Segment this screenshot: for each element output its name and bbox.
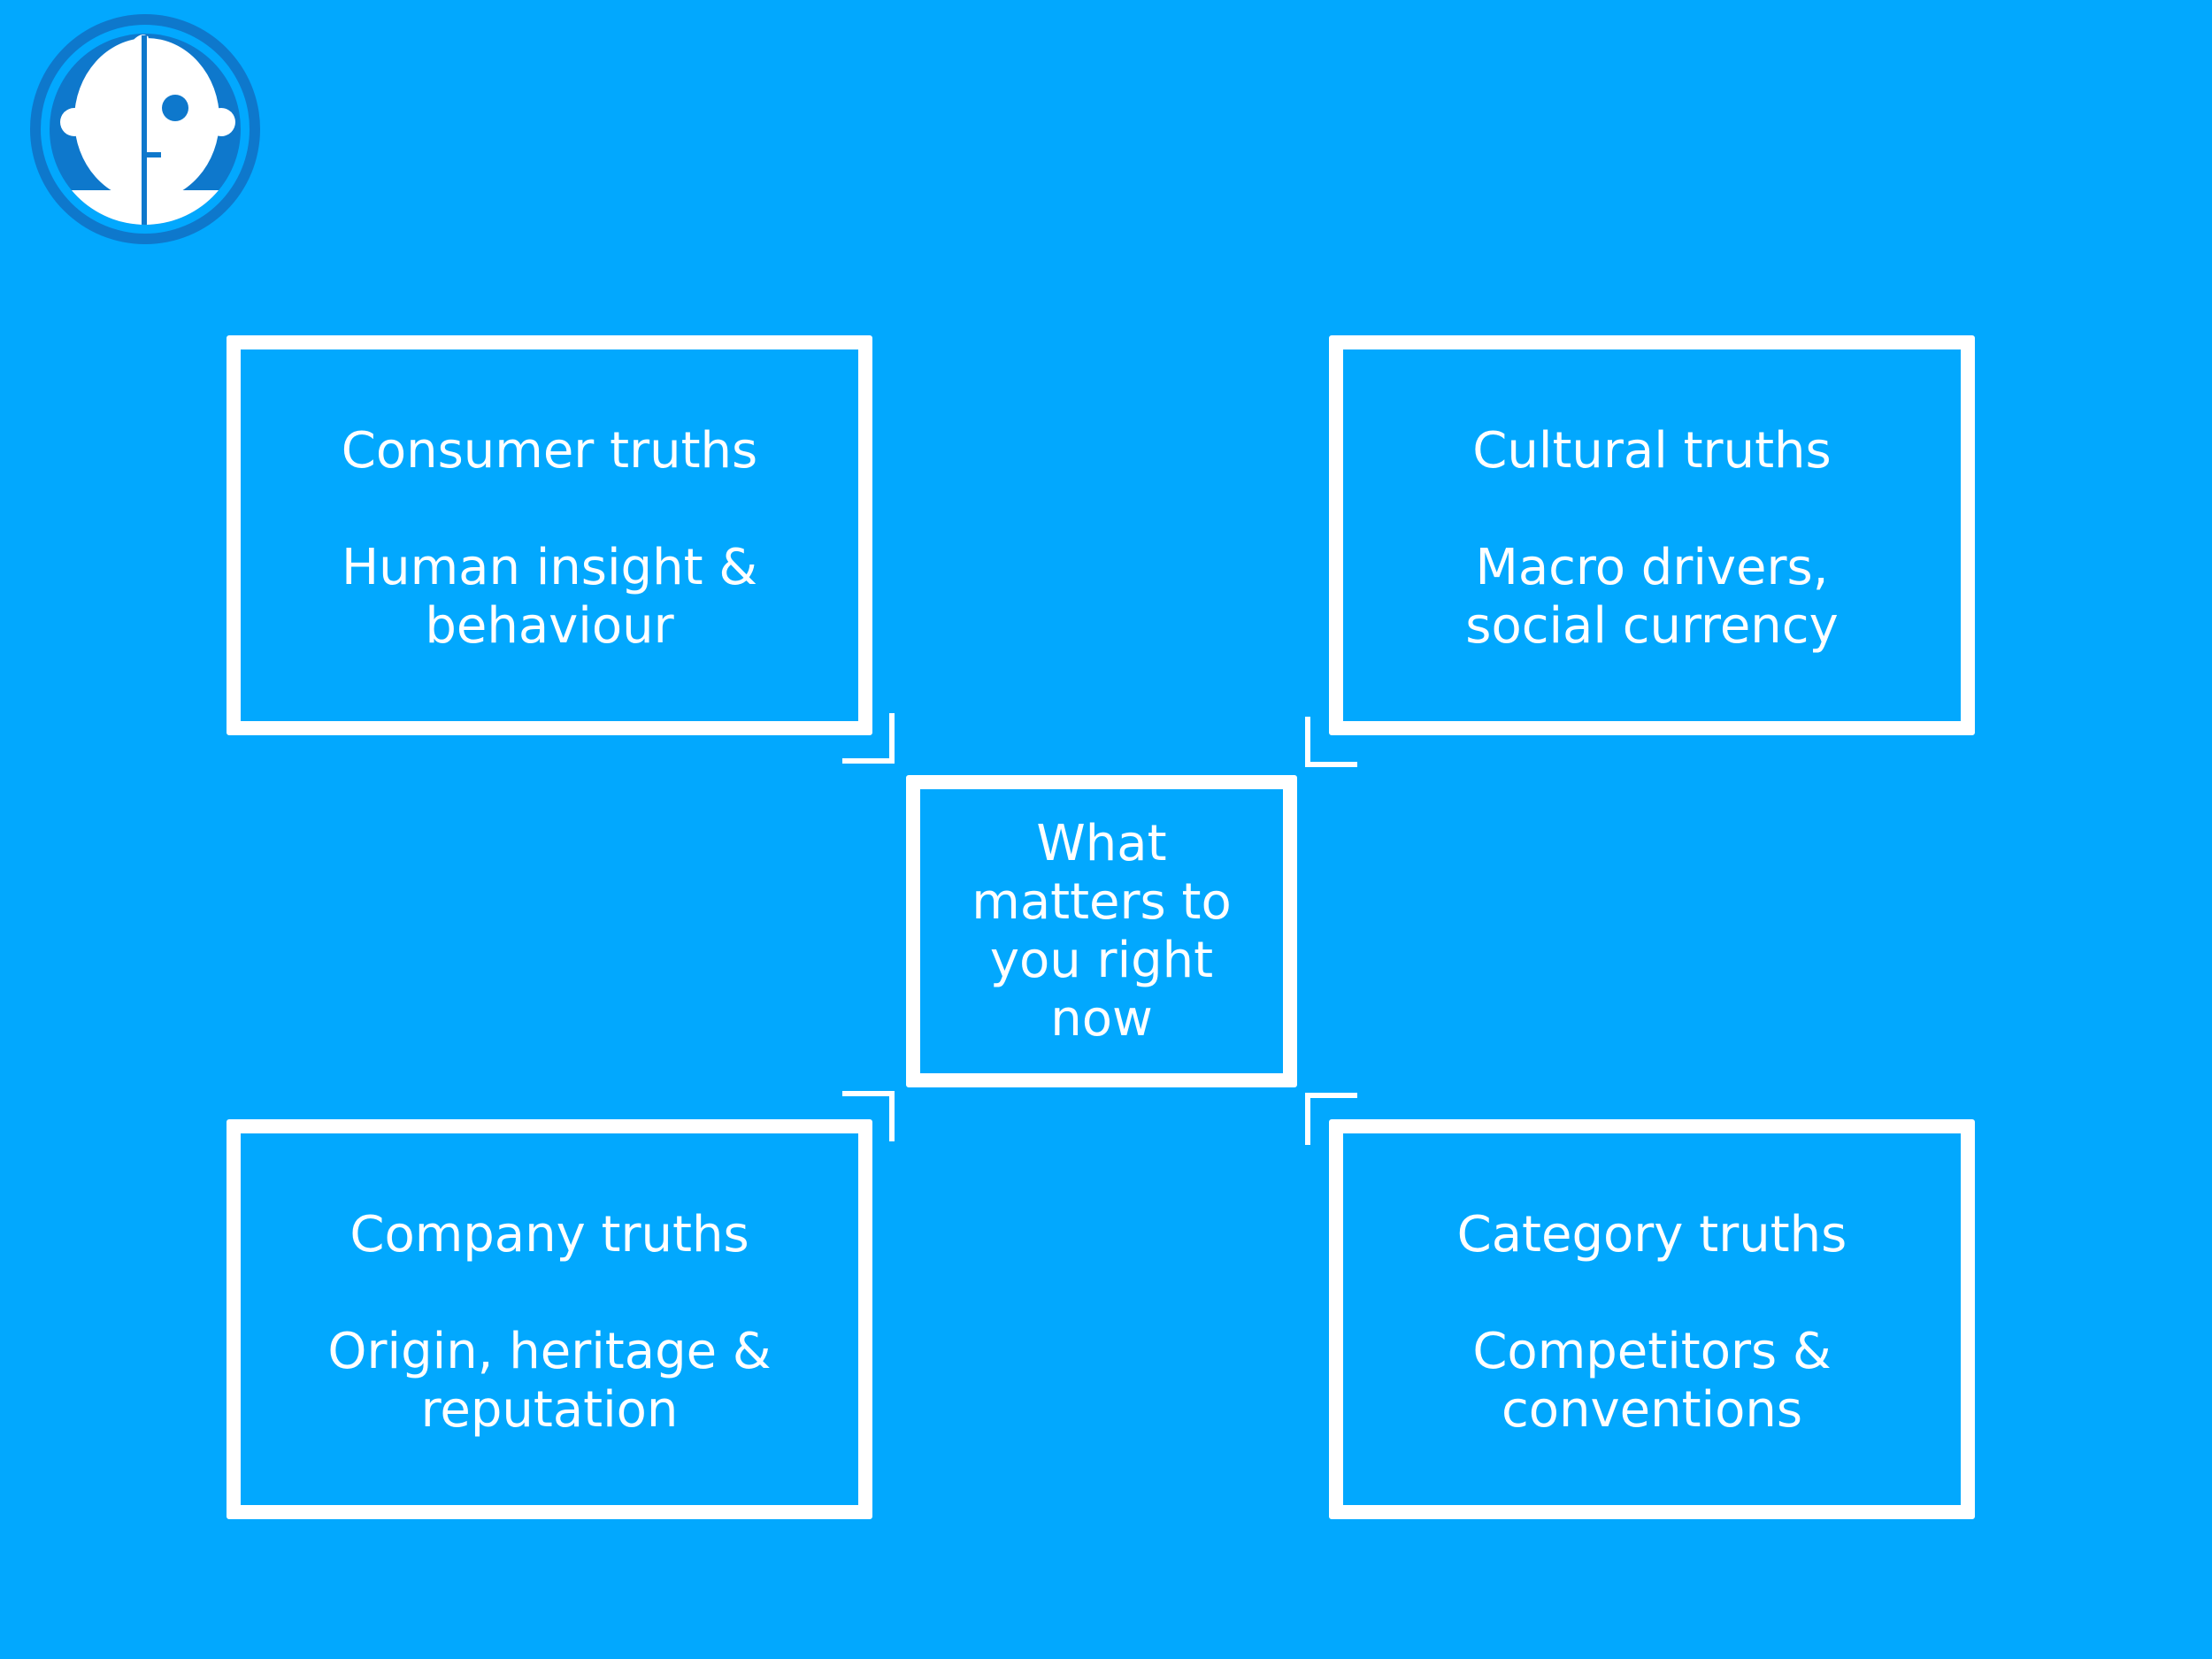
box-subtitle: Macro drivers, social currency xyxy=(1465,539,1839,655)
box-title: Cultural truths xyxy=(1472,422,1832,480)
half-face-logo-icon xyxy=(30,14,260,244)
box-title: Category truths xyxy=(1456,1206,1847,1263)
category-truths-box: Category truths Competitors & convention… xyxy=(1329,1119,1975,1519)
box-subtitle: Human insight & behaviour xyxy=(341,539,757,655)
center-box: What matters to you right now xyxy=(906,775,1297,1087)
center-text: What matters to you right now xyxy=(972,814,1232,1048)
consumer-truths-box: Consumer truths Human insight & behaviou… xyxy=(227,335,872,735)
box-subtitle: Competitors & conventions xyxy=(1472,1323,1832,1439)
box-title: Company truths xyxy=(349,1206,749,1263)
connector-top-right xyxy=(1305,717,1357,767)
box-subtitle: Origin, heritage & reputation xyxy=(327,1323,772,1439)
connector-top-left xyxy=(842,713,895,764)
connector-bottom-right xyxy=(1305,1093,1357,1145)
company-truths-box: Company truths Origin, heritage & reputa… xyxy=(227,1119,872,1519)
connector-bottom-left xyxy=(842,1091,895,1141)
box-title: Consumer truths xyxy=(341,422,758,480)
cultural-truths-box: Cultural truths Macro drivers, social cu… xyxy=(1329,335,1975,735)
